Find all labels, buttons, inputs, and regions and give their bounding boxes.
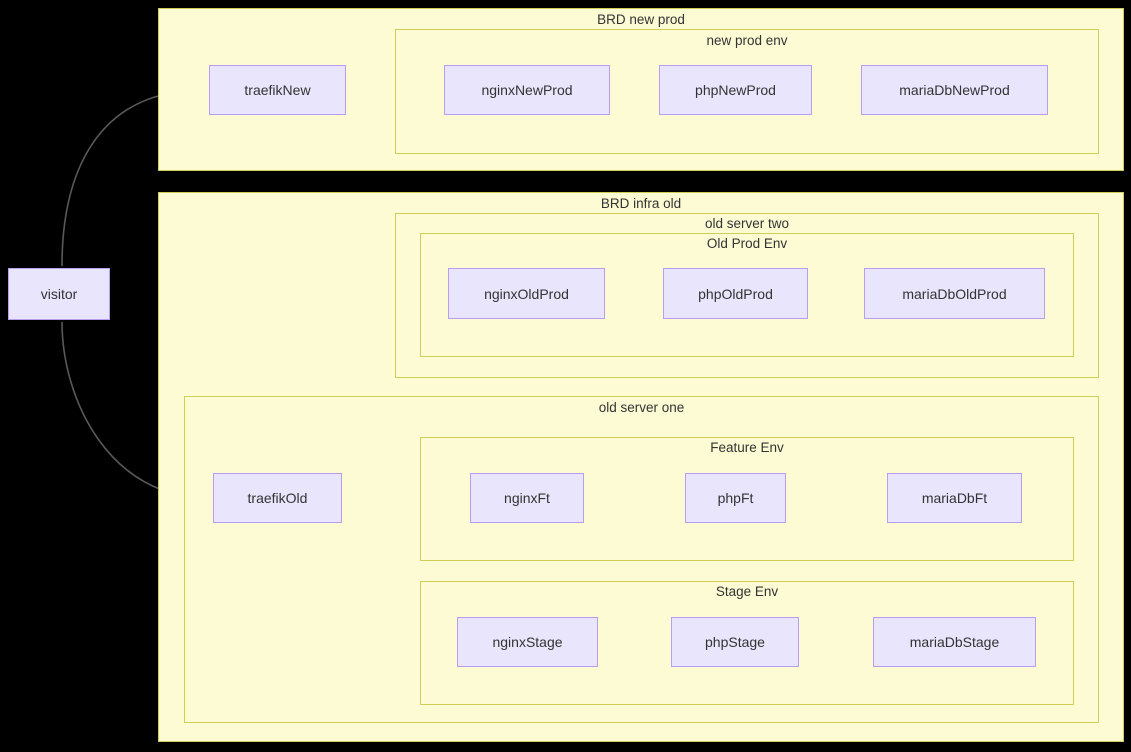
node-traefikOld[interactable]: traefikOld xyxy=(213,473,342,523)
node-mariaDbStage-label: mariaDbStage xyxy=(909,634,1000,650)
node-phpNewProd[interactable]: phpNewProd xyxy=(659,65,812,115)
cluster-label-feature-env: Feature Env xyxy=(710,440,784,455)
cluster-label-old-server-one: old server one xyxy=(598,400,685,415)
node-mariaDbNewProd-label: mariaDbNewProd xyxy=(899,82,1010,98)
node-mariaDbFt-label: mariaDbFt xyxy=(921,490,988,506)
node-phpOldProd[interactable]: phpOldProd xyxy=(663,268,808,319)
node-mariaDbStage[interactable]: mariaDbStage xyxy=(873,617,1036,667)
node-phpFt[interactable]: phpFt xyxy=(685,473,786,523)
cluster-label-stage-env: Stage Env xyxy=(715,584,779,599)
node-nginxNewProd-label: nginxNewProd xyxy=(481,82,573,98)
node-traefikNew[interactable]: traefikNew xyxy=(209,65,346,115)
cluster-label-old-prod-env: Old Prod Env xyxy=(706,236,788,251)
node-phpOldProd-label: phpOldProd xyxy=(698,285,773,302)
cluster-label-old-server-two: old server two xyxy=(704,216,790,231)
node-phpStage-label: phpStage xyxy=(705,634,765,650)
node-mariaDbFt[interactable]: mariaDbFt xyxy=(887,473,1022,523)
node-phpStage[interactable]: phpStage xyxy=(671,617,799,667)
node-nginxNewProd[interactable]: nginxNewProd xyxy=(444,65,610,115)
node-traefikNew-label: traefikNew xyxy=(244,82,311,98)
node-nginxFt-label: nginxFt xyxy=(504,490,550,506)
node-nginxStage-label: nginxStage xyxy=(492,634,563,650)
node-nginxStage[interactable]: nginxStage xyxy=(457,617,598,667)
node-visitor-label: visitor xyxy=(40,286,78,302)
cluster-label-new-prod-env: new prod env xyxy=(706,33,788,48)
node-mariaDbNewProd[interactable]: mariaDbNewProd xyxy=(861,65,1048,115)
node-visitor[interactable]: visitor xyxy=(8,268,110,320)
node-phpNewProd-label: phpNewProd xyxy=(695,82,776,98)
node-mariaDbOldProd-label: mariaDbOldProd xyxy=(902,285,1007,302)
cluster-label-brd-infra-old: BRD infra old xyxy=(600,196,682,211)
node-nginxOldProd-label: nginxOldProd xyxy=(484,285,569,302)
node-nginxOldProd[interactable]: nginxOldProd xyxy=(448,268,605,319)
node-nginxFt[interactable]: nginxFt xyxy=(470,473,584,523)
node-traefikOld-label: traefikOld xyxy=(247,490,308,506)
node-phpFt-label: phpFt xyxy=(717,490,754,506)
node-mariaDbOldProd[interactable]: mariaDbOldProd xyxy=(864,268,1045,319)
cluster-label-brd-new-prod: BRD new prod xyxy=(597,12,685,27)
